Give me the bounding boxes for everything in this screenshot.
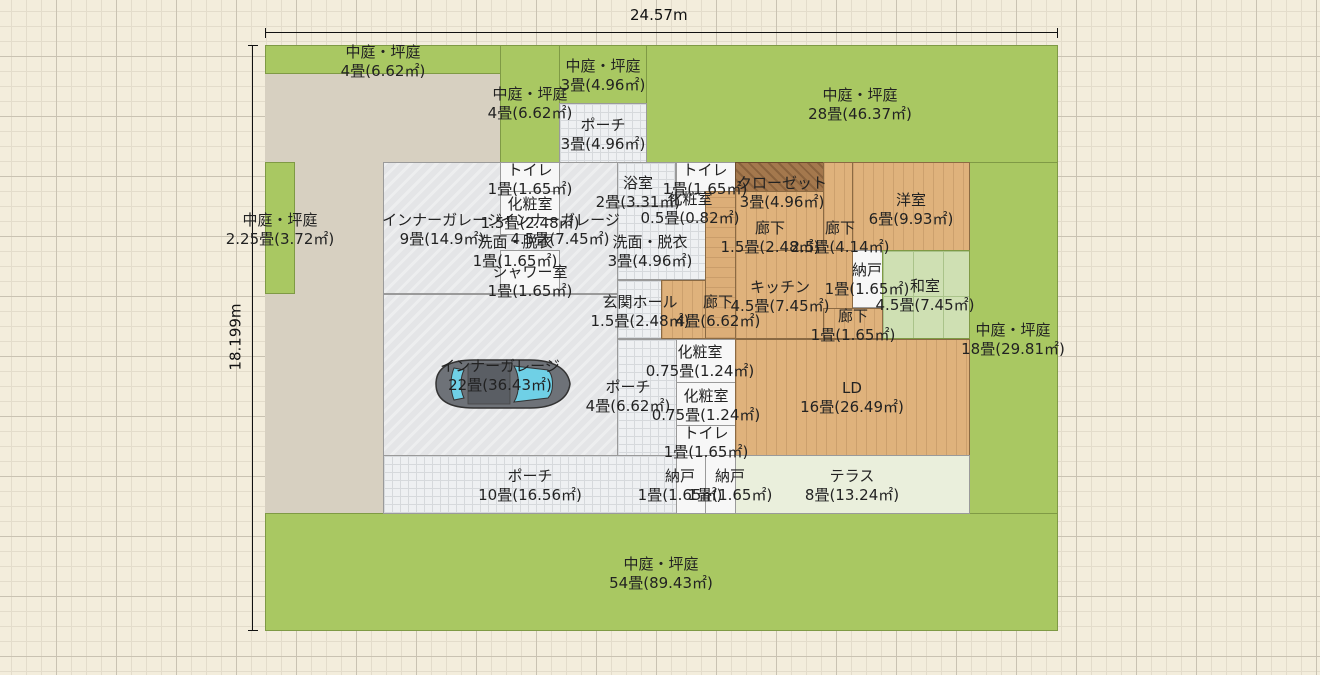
- width-dimension-tick-left: [265, 28, 266, 38]
- concrete-area-top: [383, 73, 501, 163]
- hall-4[interactable]: [823, 308, 883, 339]
- powder-room-3[interactable]: [676, 339, 736, 383]
- powder-room-4[interactable]: [676, 382, 736, 426]
- porch-top[interactable]: [559, 103, 647, 163]
- height-dimension-tick-bottom: [248, 630, 258, 631]
- shower-room[interactable]: [500, 250, 560, 294]
- garden-top-mid[interactable]: [500, 45, 560, 163]
- width-dimension-label: 24.57m: [630, 6, 688, 24]
- toilet-3[interactable]: [676, 425, 736, 456]
- bathroom[interactable]: [617, 162, 676, 206]
- closet[interactable]: [735, 162, 824, 192]
- hall-3[interactable]: [661, 280, 706, 339]
- height-dimension-label: 18.199m: [226, 303, 245, 371]
- height-dimension-line: [252, 45, 253, 631]
- hall-1[interactable]: [735, 191, 824, 251]
- western-room[interactable]: [852, 162, 970, 251]
- width-dimension-tick-right: [1057, 28, 1058, 38]
- garden-left[interactable]: [265, 162, 295, 294]
- toilet-2[interactable]: [676, 162, 736, 192]
- garden-right[interactable]: [969, 162, 1058, 514]
- toilet-1[interactable]: [500, 162, 560, 192]
- garden-bottom[interactable]: [265, 513, 1058, 631]
- height-dimension-tick-top: [248, 45, 258, 46]
- hall-vertical[interactable]: [705, 191, 736, 339]
- width-dimension-line: [265, 32, 1058, 33]
- terrace[interactable]: [735, 455, 970, 514]
- garden-top-left[interactable]: [265, 45, 501, 74]
- powder-room-1[interactable]: [500, 191, 560, 235]
- japanese-room[interactable]: [882, 250, 970, 339]
- car-icon[interactable]: [430, 356, 572, 412]
- entrance-hall[interactable]: [617, 280, 662, 339]
- porch-mid[interactable]: [617, 339, 677, 456]
- garden-top-right[interactable]: [646, 45, 1058, 163]
- storage-1[interactable]: [852, 250, 883, 308]
- living-dining[interactable]: [735, 339, 970, 456]
- storage-2[interactable]: [676, 455, 706, 514]
- hall-2[interactable]: [823, 162, 853, 251]
- porch-bottom[interactable]: [383, 455, 677, 514]
- storage-3[interactable]: [705, 455, 736, 514]
- garden-top-small[interactable]: [559, 45, 647, 104]
